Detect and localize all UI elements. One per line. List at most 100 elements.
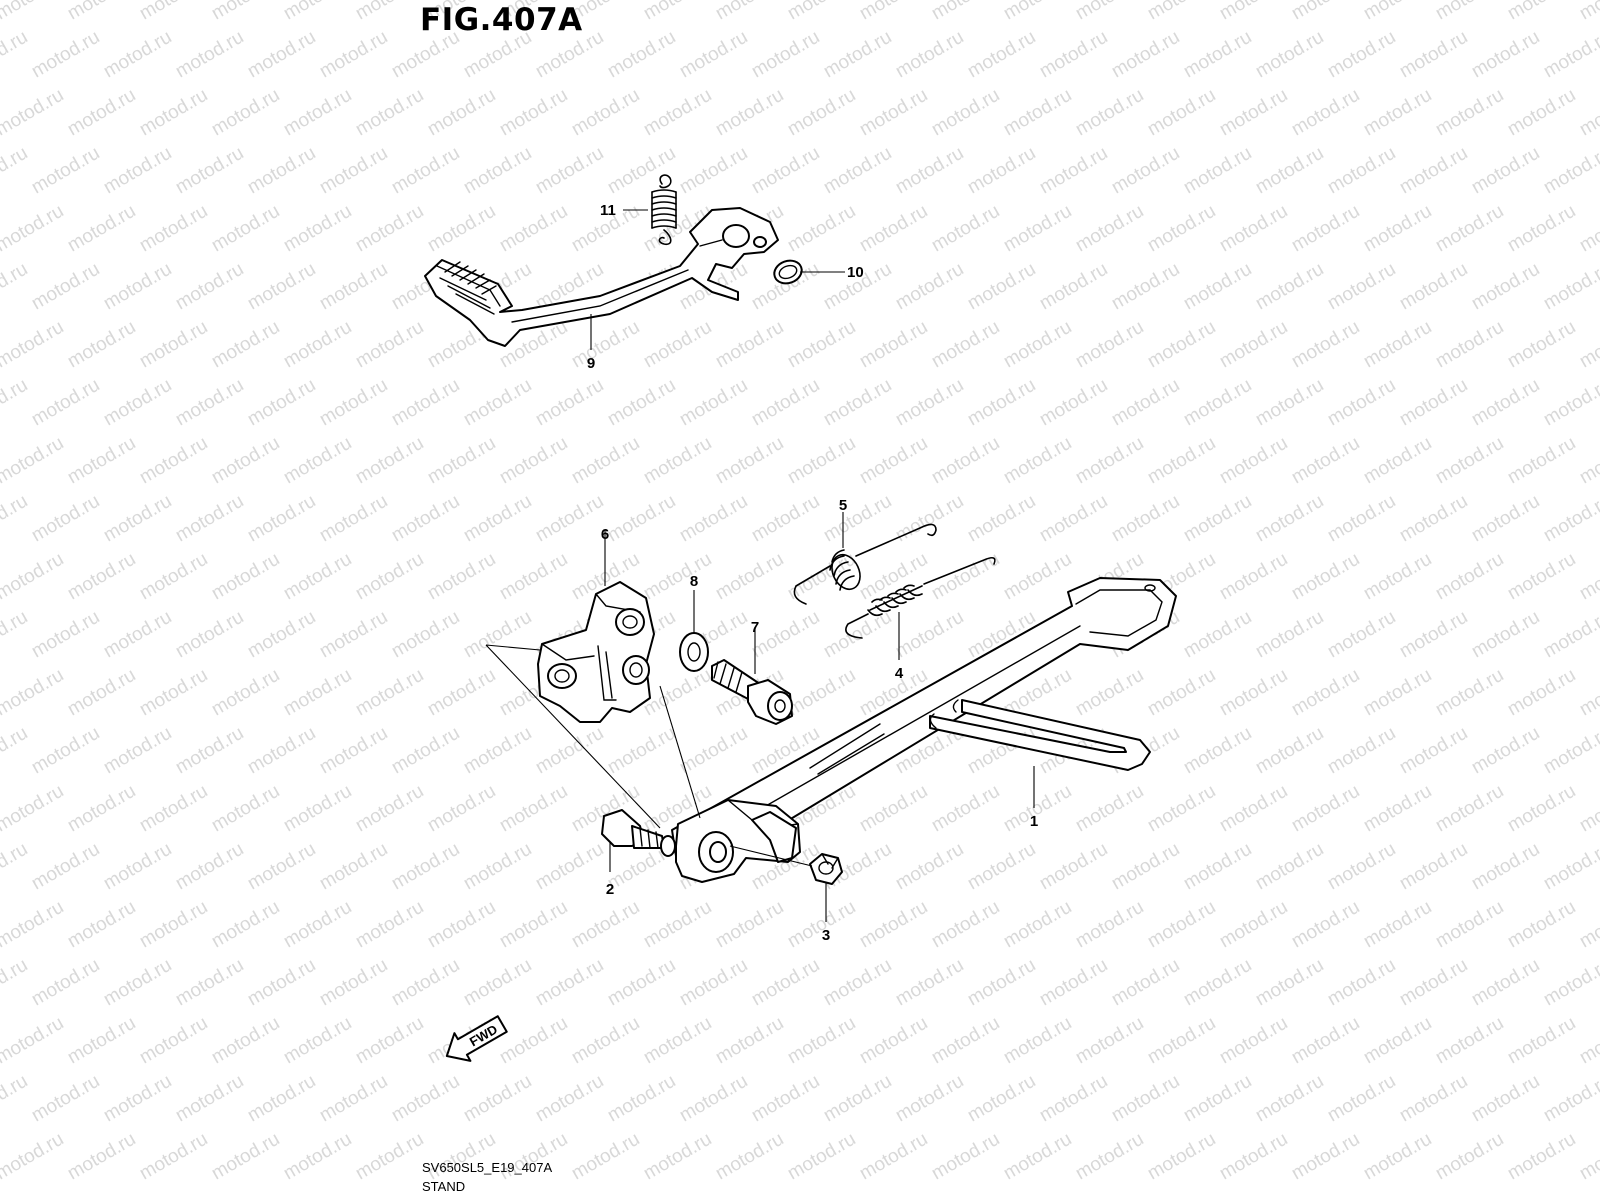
watermark-text: motod.ru bbox=[0, 259, 31, 315]
part-2-pivot-bolt bbox=[601, 809, 676, 857]
watermark-text: motod.ru bbox=[1540, 259, 1600, 315]
part-11-spring bbox=[651, 174, 677, 246]
watermark-text: motod.ru bbox=[1576, 897, 1600, 953]
watermark-text: motod.ru bbox=[1504, 549, 1579, 605]
watermark-text: motod.ru bbox=[964, 375, 1039, 431]
watermark-text: motod.ru bbox=[460, 1071, 535, 1127]
watermark-text: motod.ru bbox=[748, 491, 823, 547]
watermark-text: motod.ru bbox=[1432, 0, 1507, 24]
watermark-text: motod.ru bbox=[568, 1129, 643, 1185]
watermark-text: motod.ru bbox=[1180, 607, 1255, 663]
watermark-text: motod.ru bbox=[172, 1071, 247, 1127]
watermark-text: motod.ru bbox=[136, 1013, 211, 1069]
watermark-text: motod.ru bbox=[1036, 143, 1111, 199]
watermark-text: motod.ru bbox=[0, 201, 67, 257]
watermark-text: motod.ru bbox=[172, 143, 247, 199]
watermark-text: motod.ru bbox=[280, 781, 355, 837]
watermark-text: motod.ru bbox=[1360, 1129, 1435, 1185]
watermark-text: motod.ru bbox=[820, 955, 895, 1011]
watermark-text: motod.ru bbox=[532, 723, 607, 779]
watermark-text: motod.ru bbox=[0, 143, 31, 199]
watermark-text: motod.ru bbox=[388, 143, 463, 199]
watermark-text: motod.ru bbox=[496, 549, 571, 605]
watermark-text: motod.ru bbox=[532, 839, 607, 895]
watermark-text: motod.ru bbox=[1144, 1129, 1219, 1185]
watermark-text: motod.ru bbox=[928, 1013, 1003, 1069]
watermark-text: motod.ru bbox=[1288, 897, 1363, 953]
part-1-side-stand bbox=[671, 577, 1177, 883]
watermark-text: motod.ru bbox=[676, 27, 751, 83]
watermark-text: motod.ru bbox=[712, 1013, 787, 1069]
part-3-nut bbox=[809, 853, 843, 885]
watermark-text: motod.ru bbox=[280, 1013, 355, 1069]
watermark-text: motod.ru bbox=[820, 143, 895, 199]
watermark-text: motod.ru bbox=[0, 375, 31, 431]
watermark-text: motod.ru bbox=[136, 897, 211, 953]
watermark-text: motod.ru bbox=[0, 1013, 67, 1069]
watermark-text: motod.ru bbox=[1432, 85, 1507, 141]
watermark-text: motod.ru bbox=[1360, 0, 1435, 24]
watermark-text: motod.ru bbox=[352, 1013, 427, 1069]
watermark-text: motod.ru bbox=[1180, 1071, 1255, 1127]
watermark-text: motod.ru bbox=[1072, 665, 1147, 721]
watermark-text: motod.ru bbox=[1360, 665, 1435, 721]
part-5-spring bbox=[793, 523, 937, 605]
watermark-text: motod.ru bbox=[1360, 317, 1435, 373]
watermark-text: motod.ru bbox=[1252, 839, 1327, 895]
watermark-text: motod.ru bbox=[1000, 317, 1075, 373]
watermark-text: motod.ru bbox=[1540, 143, 1600, 199]
watermark-text: motod.ru bbox=[1432, 665, 1507, 721]
watermark-text: motod.ru bbox=[1396, 143, 1471, 199]
callout-8: 8 bbox=[690, 573, 698, 590]
watermark-text: motod.ru bbox=[1504, 781, 1579, 837]
watermark-text: motod.ru bbox=[352, 433, 427, 489]
watermark-text: motod.ru bbox=[244, 491, 319, 547]
watermark-text: motod.ru bbox=[0, 491, 31, 547]
watermark-text: motod.ru bbox=[1360, 1013, 1435, 1069]
figure-name: STAND bbox=[422, 1179, 465, 1194]
watermark-text: motod.ru bbox=[0, 27, 31, 83]
callout-labels: 1 2 3 4 5 6 7 8 9 10 11 bbox=[587, 202, 1038, 944]
watermark-text: motod.ru bbox=[100, 1071, 175, 1127]
watermark-text: motod.ru bbox=[0, 1071, 31, 1127]
watermark-text: motod.ru bbox=[1540, 27, 1600, 83]
watermark-text: motod.ru bbox=[1036, 839, 1111, 895]
watermark-text: motod.ru bbox=[100, 955, 175, 1011]
watermark-text: motod.ru bbox=[1252, 955, 1327, 1011]
watermark-text: motod.ru bbox=[1288, 549, 1363, 605]
watermark-text: motod.ru bbox=[208, 1129, 283, 1185]
watermark-text: motod.ru bbox=[352, 201, 427, 257]
watermark-text: motod.ru bbox=[64, 1013, 139, 1069]
watermark-text: motod.ru bbox=[64, 1129, 139, 1185]
watermark-text: motod.ru bbox=[1576, 781, 1600, 837]
watermark-text: motod.ru bbox=[28, 143, 103, 199]
watermark-text: motod.ru bbox=[1324, 143, 1399, 199]
watermark-text: motod.ru bbox=[316, 259, 391, 315]
watermark-text: motod.ru bbox=[424, 781, 499, 837]
watermark-text: motod.ru bbox=[1252, 491, 1327, 547]
watermark-text: motod.ru bbox=[1288, 0, 1363, 24]
watermark-text: motod.ru bbox=[244, 955, 319, 1011]
watermark-text: motod.ru bbox=[1468, 607, 1543, 663]
watermark-text: motod.ru bbox=[1000, 897, 1075, 953]
watermark-text: motod.ru bbox=[1072, 201, 1147, 257]
watermark-text: motod.ru bbox=[1576, 549, 1600, 605]
watermark-text: motod.ru bbox=[1252, 1071, 1327, 1127]
watermark-text: motod.ru bbox=[1108, 839, 1183, 895]
watermark-text: motod.ru bbox=[1216, 1013, 1291, 1069]
watermark-text: motod.ru bbox=[1252, 259, 1327, 315]
watermark-text: motod.ru bbox=[172, 607, 247, 663]
watermark-text: motod.ru bbox=[100, 259, 175, 315]
watermark-text: motod.ru bbox=[1252, 723, 1327, 779]
watermark-text: motod.ru bbox=[1216, 1129, 1291, 1185]
watermark-text: motod.ru bbox=[784, 0, 859, 24]
watermark-text: motod.ru bbox=[892, 259, 967, 315]
watermark-text: motod.ru bbox=[1540, 607, 1600, 663]
watermark-text: motod.ru bbox=[640, 665, 715, 721]
watermark-text: motod.ru bbox=[1000, 549, 1075, 605]
watermark-text: motod.ru bbox=[352, 549, 427, 605]
watermark-text: motod.ru bbox=[856, 433, 931, 489]
watermark-text: motod.ru bbox=[1108, 1071, 1183, 1127]
watermark-text: motod.ru bbox=[1540, 491, 1600, 547]
